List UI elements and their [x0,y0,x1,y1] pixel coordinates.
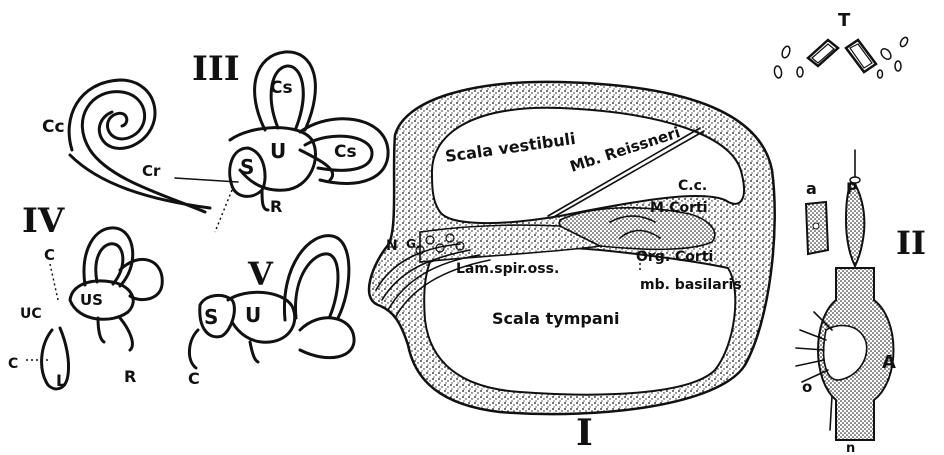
roman-i: I [576,412,593,454]
label-m-corti: M.Corti [650,200,708,216]
roman-iv: IV [22,201,65,241]
roman-v: V [247,255,274,293]
label-iv-r: R [124,367,136,386]
label-iv-c-top: C [44,246,55,264]
label-v-c: C [188,369,200,388]
label-v-u: U [245,303,261,327]
figure-ii-otoliths: T a P A o n II [774,10,926,455]
roman-ii: II [896,224,926,262]
v-canal-right [300,318,354,358]
label-n: N [386,238,398,254]
label-cr: Cr [142,162,161,180]
figure-v-labyrinth: S U C V [188,236,354,388]
v-cochlear-stub [189,330,198,368]
label-r: R [270,197,282,216]
label-iv-us: US [80,291,103,309]
roman-iii: III [192,49,240,89]
label-iv-c-left: C [8,356,18,372]
label-iv-uc: UC [20,306,42,322]
label-o: o [802,378,812,396]
label-u: U [270,139,286,163]
otolith-crystals [774,36,910,78]
label-mb-basilaris: mb. basilaris [640,277,742,293]
figure-iv-labyrinth: C UC US C L R IV [8,201,162,390]
label-a-capital: A [882,352,896,373]
label-p: P [846,179,858,198]
label-s: S [240,155,254,179]
label-cc: Cc [42,117,65,137]
label-v-s: S [204,305,218,329]
iv-canal-upper [84,228,133,286]
label-cs-right: Cs [334,142,357,162]
label-scala-tympani: Scala tympani [492,309,620,328]
label-iv-l: L [56,371,66,390]
label-n-nerve: n [846,441,855,455]
label-t: T [838,10,851,31]
label-lam-spir-oss: Lam.spir.oss. [456,261,559,277]
label-a: a [806,179,817,198]
figure-i-cochlear-section: Scala vestibuli Mb. Reissneri C.c. M.Cor… [369,82,775,454]
figure-iii-labyrinth: Cc Cr S U Cs Cs R III [42,49,388,232]
label-g: G. [406,237,420,251]
label-org-corti: Org. Corti [636,249,713,265]
label-cc-section: C.c. [678,178,707,194]
label-cs-top: Cs [270,78,293,98]
